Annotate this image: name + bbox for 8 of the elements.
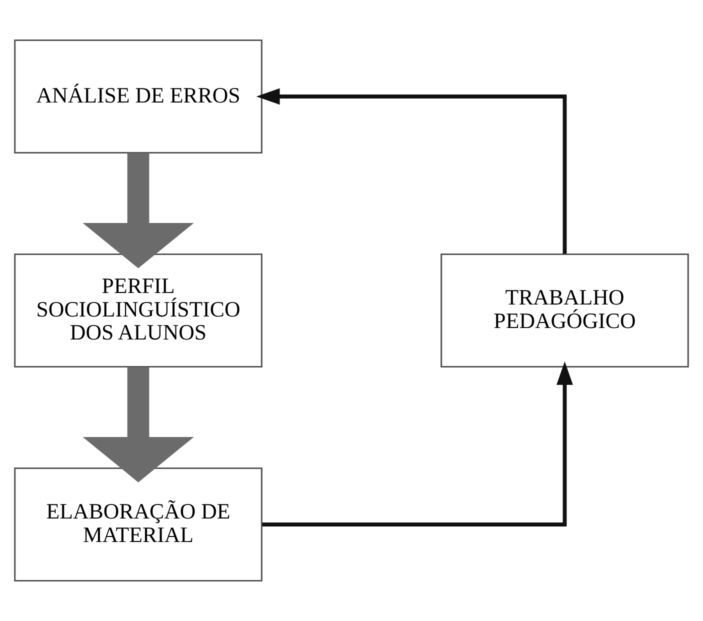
arrow [262,361,573,526]
node-box: TRABALHO PEDAGÓGICO [440,253,689,368]
node-box: ELABORAÇÃO DE MATERIAL [14,468,262,582]
arrow [82,367,194,482]
node-box: ANÁLISE DE ERROS [14,39,262,154]
node-box: PERFIL SOCIOLINGUÍSTICO DOS ALUNOS [14,253,262,368]
arrow [82,153,194,268]
arrow [256,88,567,254]
